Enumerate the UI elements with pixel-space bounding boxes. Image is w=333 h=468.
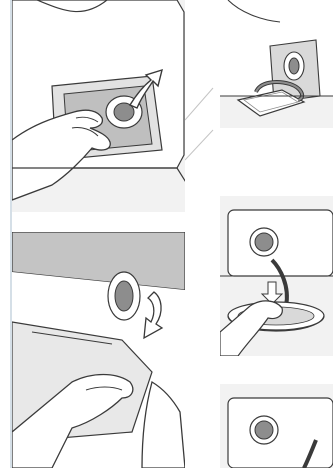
panel-install-lower xyxy=(12,232,185,468)
connector-lines xyxy=(185,60,215,200)
panel-filter-removed xyxy=(220,0,333,128)
panel-filter-closeup xyxy=(220,384,333,468)
panel-open-flap xyxy=(12,0,185,212)
panel-drain-bowl xyxy=(220,196,333,356)
